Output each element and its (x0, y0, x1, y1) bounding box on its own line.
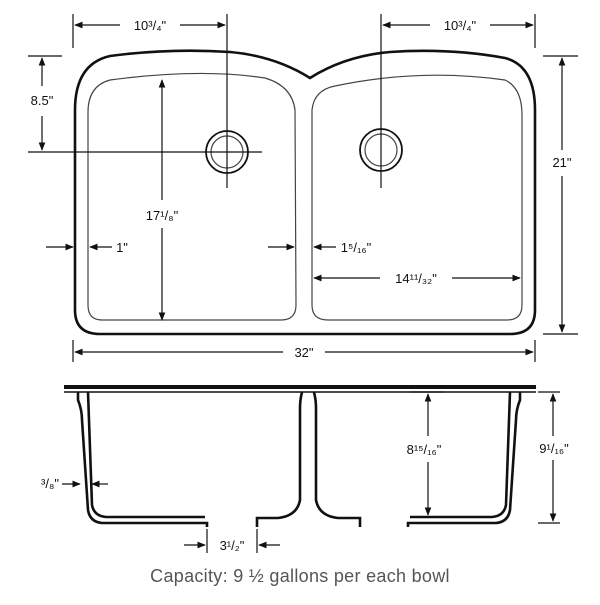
left-bowl-profile (76, 391, 209, 527)
bowl-depth-label: 8¹⁵/₁₆" (407, 442, 442, 457)
center-divider-profile (255, 391, 362, 527)
capacity-caption: Capacity: 9 ½ gallons per each bowl (150, 566, 450, 586)
left-wall-label: 1" (116, 240, 128, 255)
overall-depth-label: 21" (552, 155, 571, 170)
left-bowl-outline (87, 72, 297, 321)
overall-width-label: 32" (294, 345, 313, 360)
right-bowl-width-label: 14¹¹/₃₂" (395, 271, 437, 286)
drain-opening-label: 3¹/₂" (220, 538, 245, 553)
divider-width-label: 1⁵/₁₆" (341, 240, 372, 255)
wall-thickness-label: ³/₈" (41, 476, 59, 491)
drain-height-label: 8.5" (31, 93, 54, 108)
right-bowl-outline (311, 74, 523, 321)
right-bowl-profile (406, 391, 522, 527)
bowl-length-label: 17¹/₈" (146, 208, 179, 223)
right-drain-offset-label: 10³/₄" (444, 18, 477, 33)
left-drain-offset-label: 10³/₄" (134, 18, 167, 33)
overall-height-label: 9¹/₁₆" (539, 441, 569, 456)
sink-outer-outline (73, 49, 537, 336)
